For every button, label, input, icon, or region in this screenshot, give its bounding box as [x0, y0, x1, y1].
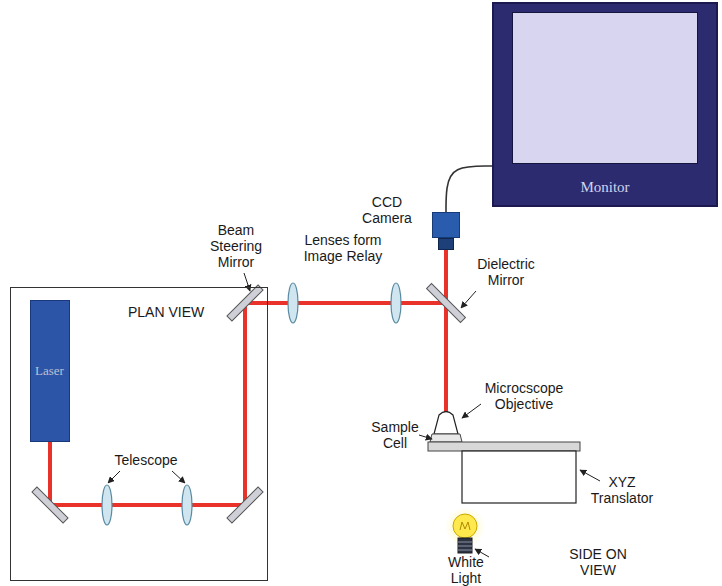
leader-line — [108, 471, 120, 483]
panel-heading: PLAN VIEW — [128, 304, 204, 320]
camera-label: CCD Camera — [356, 194, 418, 226]
leader-line — [244, 273, 250, 291]
part-label: Sample Cell — [368, 419, 422, 451]
camera-cable — [446, 166, 492, 212]
laser-box: Laser — [30, 300, 70, 442]
leader-line — [462, 404, 481, 418]
part-label: Dielectric Mirror — [470, 256, 542, 288]
monitor-screen — [512, 12, 698, 164]
leader-line — [580, 470, 600, 481]
bulb-thread — [458, 550, 472, 551]
xyz-translator — [462, 451, 576, 503]
part-label: Lenses form Image Relay — [298, 232, 388, 264]
part-label: White Light — [440, 554, 492, 586]
relay-lens — [288, 283, 298, 323]
part-label: Telescope — [110, 452, 182, 468]
sample-cell — [430, 434, 462, 442]
monitor-label: Monitor — [580, 178, 629, 196]
laser-beam — [444, 250, 448, 412]
beam-steering-mirror — [227, 285, 263, 321]
stage-plate — [428, 442, 580, 451]
part-label: Microcscope Objective — [478, 380, 570, 412]
part-label: XYZ Translator — [585, 474, 659, 506]
leader-line — [419, 435, 432, 439]
leader-line — [172, 471, 185, 483]
telescope-lens — [182, 485, 192, 525]
part-label: SIDE ON VIEW — [562, 546, 634, 578]
ccd-camera: CCD Camera — [432, 212, 460, 238]
bulb-thread — [458, 542, 472, 543]
telescope-lens — [102, 485, 112, 525]
laser-beam — [50, 303, 446, 505]
relay-lens — [391, 283, 401, 323]
mirror — [227, 487, 263, 523]
camera-lens — [438, 238, 454, 250]
light-bulb — [453, 514, 477, 538]
part-label: Beam Steering Mirror — [204, 222, 268, 270]
laser-label: Laser — [35, 363, 64, 378]
dielectric-mirror — [427, 284, 466, 323]
bulb-filament — [460, 522, 470, 530]
monitor-frame: Monitor — [492, 2, 718, 207]
mirror — [32, 487, 68, 523]
plan-view-panel: PLAN VIEW Laser — [10, 287, 268, 581]
microscope-objective — [434, 412, 458, 435]
bulb-base — [458, 538, 472, 553]
bulb-thread — [458, 546, 472, 547]
leader-line — [461, 291, 476, 308]
